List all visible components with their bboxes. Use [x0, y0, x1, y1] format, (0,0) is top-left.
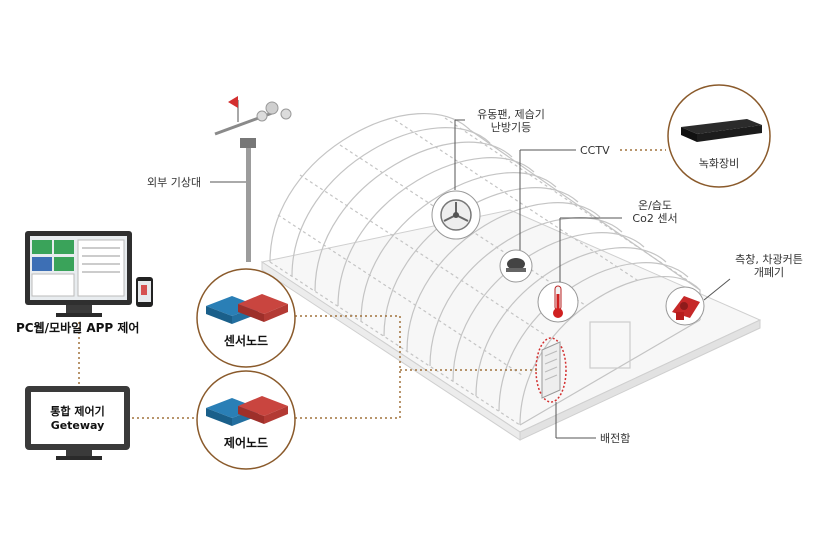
control-node-device — [196, 370, 296, 470]
gateway-monitor: 통합 제어기 Geteway — [25, 386, 130, 450]
curtain-leader — [703, 278, 731, 301]
pc-control-label: PC웹/모바일 APP 제어 — [16, 321, 140, 335]
weather-station-label: 외부 기상대 — [147, 176, 202, 189]
fan-label-line2: 난방기등 — [490, 121, 532, 134]
weather-station — [214, 96, 292, 262]
fan-label-line1: 유동팬, 제습기 — [477, 108, 545, 121]
recorder-device — [667, 84, 771, 188]
sensor-node-label: 센서노드 — [223, 334, 269, 348]
gateway-label-line1: 통합 제어기 — [50, 405, 105, 418]
gateway-label-line2: Geteway — [50, 419, 105, 432]
gateway-label: 통합 제어기 Geteway — [31, 405, 124, 433]
panel-label: 배전함 — [600, 432, 631, 445]
pc-monitor — [25, 231, 132, 317]
network-links — [78, 315, 540, 419]
control-node-label: 제어노드 — [223, 436, 269, 450]
greenhouse-base — [260, 209, 762, 441]
curtain-label-line1: 측창, 차광커튼 — [735, 253, 803, 266]
temp-humidity-sensor — [537, 281, 579, 323]
curtain-label-line2: 개폐기 — [753, 266, 785, 279]
sensor-label-line1: 온/습도 — [637, 199, 673, 212]
cctv-label: CCTV — [580, 144, 610, 157]
cctv-camera — [499, 249, 533, 283]
sensor-label-line2: Co2 센서 — [632, 212, 678, 225]
mobile-phone — [136, 277, 153, 307]
fan-dehumidifier-device — [431, 190, 481, 240]
sensor-node-device — [196, 268, 296, 368]
recorder-label: 녹화장비 — [698, 157, 740, 170]
curtain-opener-device — [665, 286, 705, 326]
gateway-stand — [56, 450, 102, 460]
